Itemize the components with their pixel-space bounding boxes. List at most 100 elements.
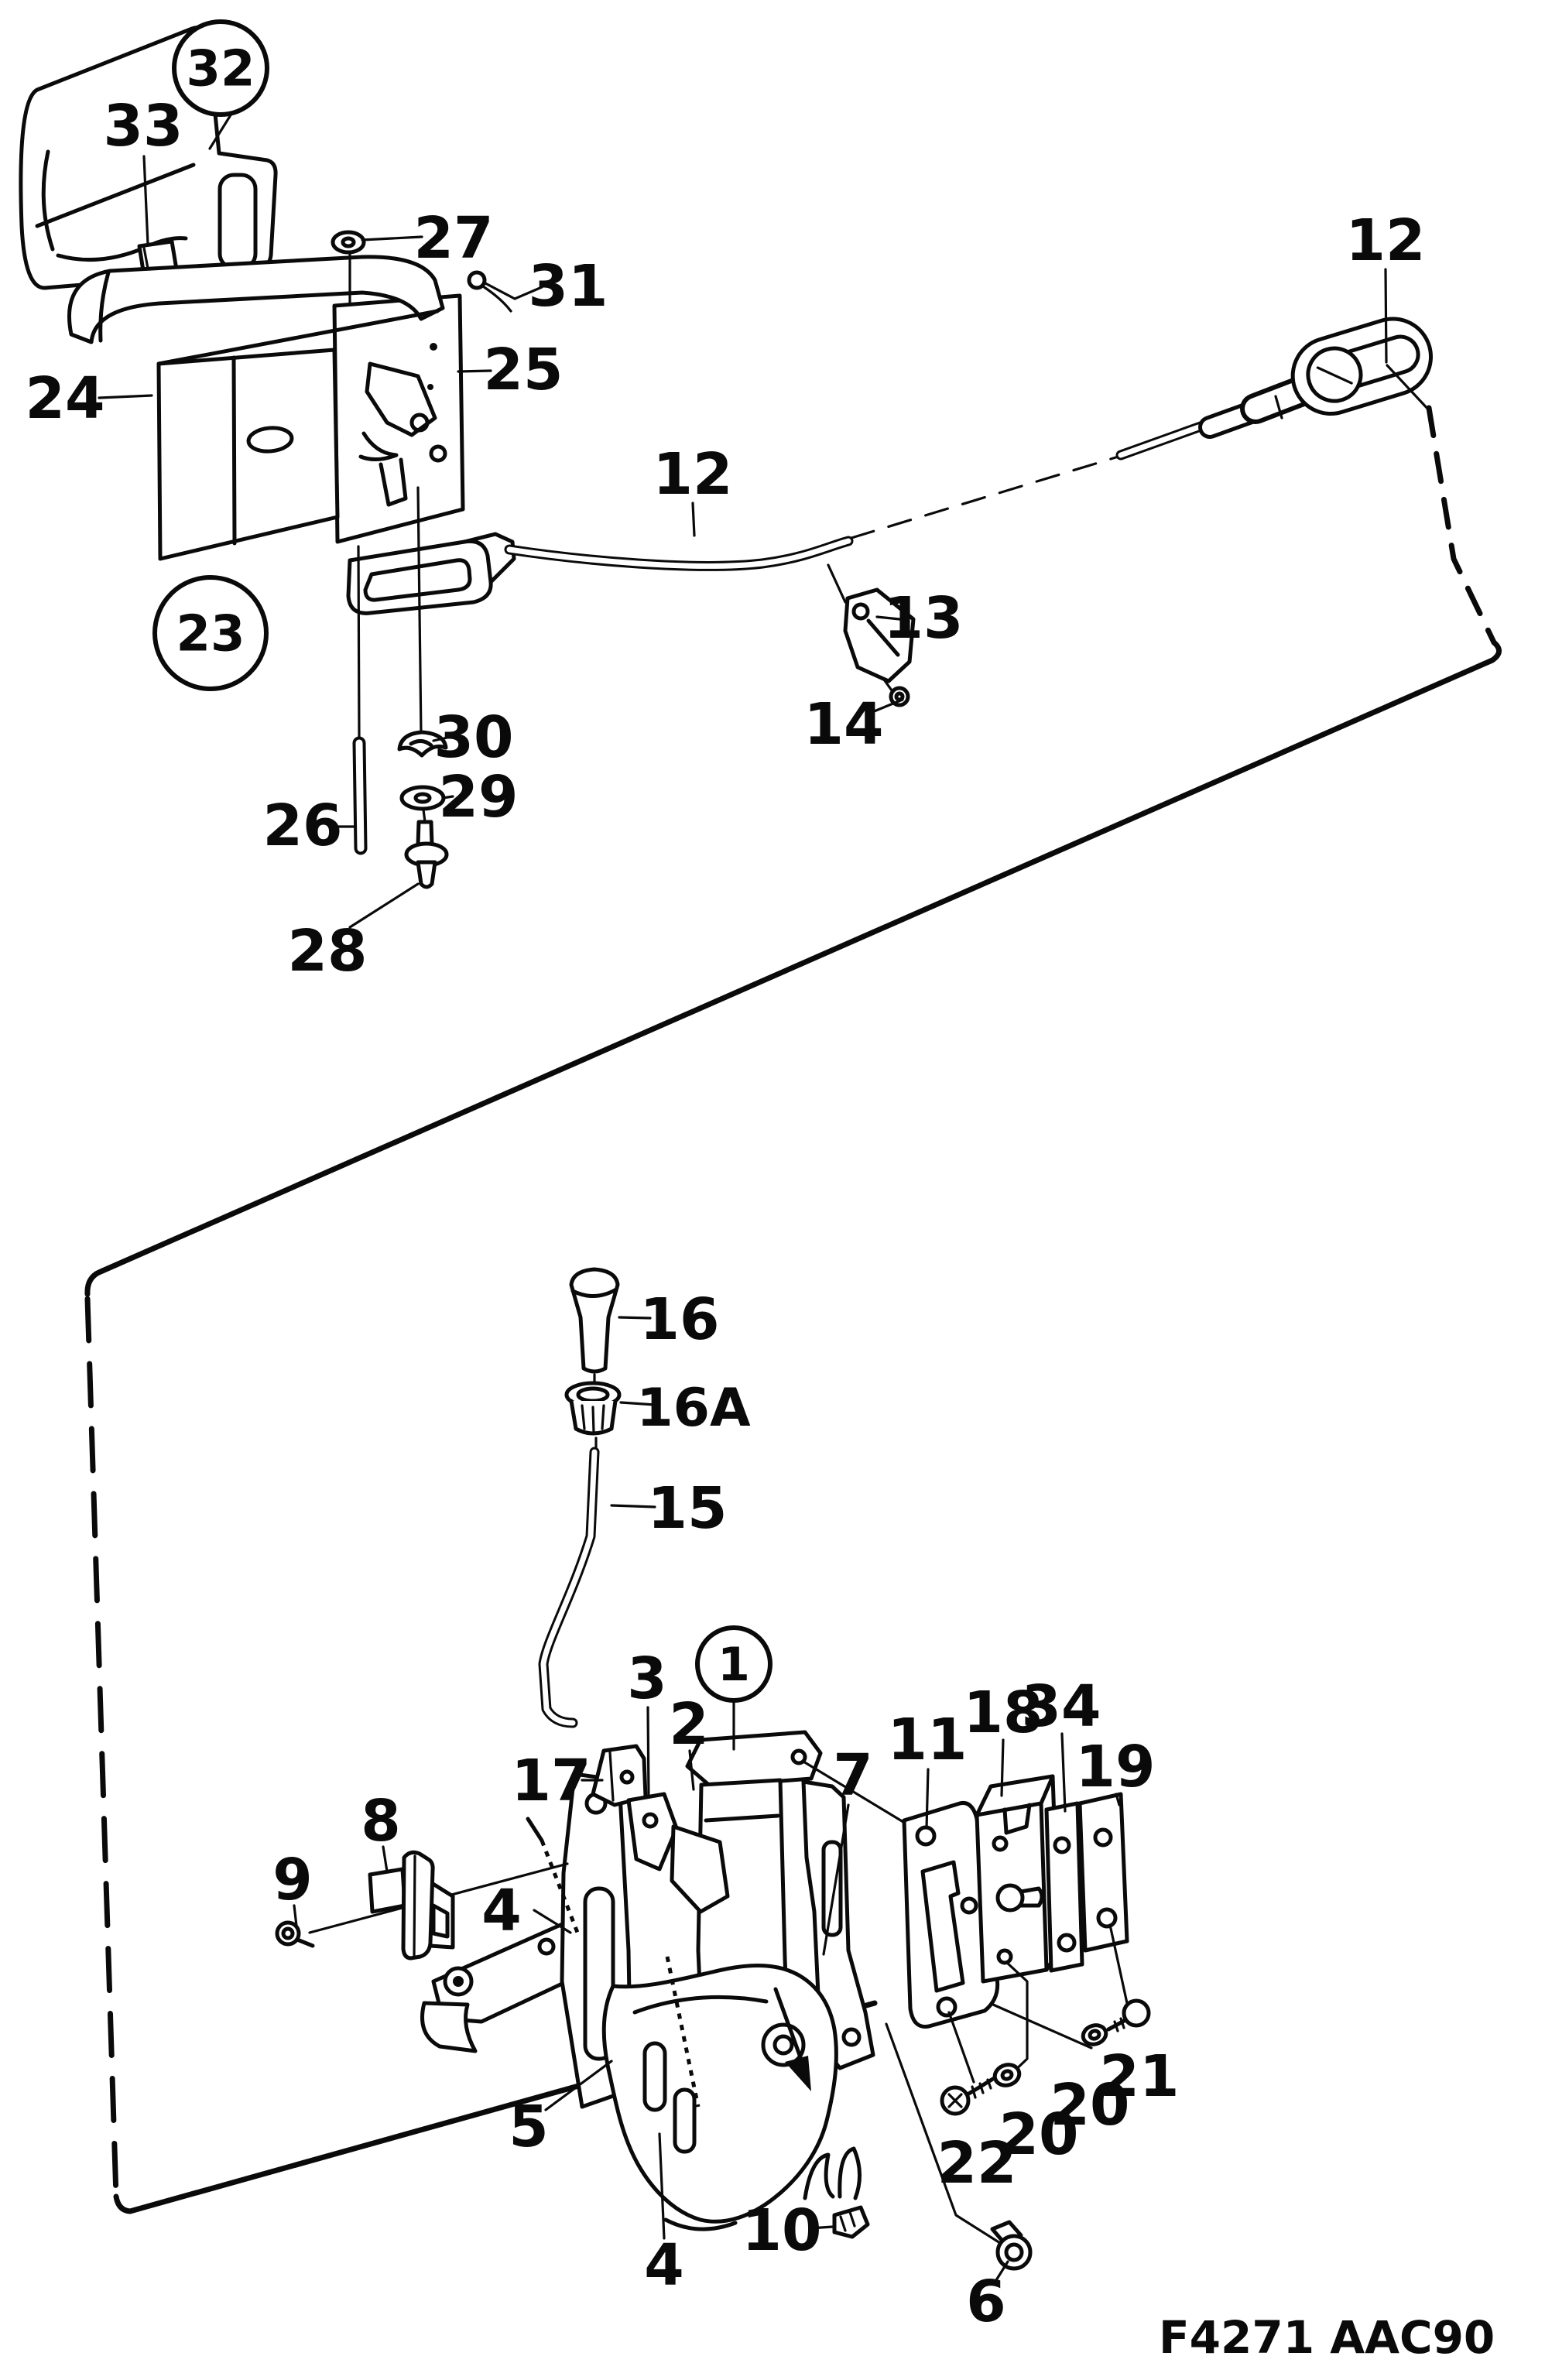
housing-hole-inner — [772, 2034, 794, 2056]
leader-8 — [382, 1845, 389, 1873]
flange-7-slot — [821, 1840, 843, 1937]
center-claw — [670, 1824, 730, 1914]
leader-32 — [208, 112, 233, 150]
clip-10-wire-1 — [803, 2152, 835, 2200]
callout-label: 27 — [414, 205, 494, 272]
leader-16 — [618, 1316, 652, 1320]
callout-17: 17 — [512, 1748, 591, 1814]
callout-label: 4 — [481, 1878, 522, 1944]
rod-to-lever-leader — [827, 563, 847, 604]
latch-mechanism — [420, 1730, 875, 2231]
callout-label: 12 — [653, 441, 733, 508]
collar-tick — [1274, 395, 1283, 419]
housing-lip — [663, 2217, 738, 2231]
handle-link-slot — [363, 558, 472, 602]
callout-label: 11 — [888, 1707, 968, 1773]
striker-group — [802, 1760, 1129, 2029]
leader-10 — [808, 2225, 834, 2230]
panel-dashed-edge-right — [1426, 405, 1497, 646]
bracket-tab — [379, 457, 408, 507]
callout-13: 13 — [884, 585, 964, 652]
callout-label: 20 — [999, 2101, 1079, 2168]
striker-18-top-edge — [1039, 1774, 1055, 1806]
plate-19 — [1077, 1792, 1129, 1953]
latch-housing — [601, 1964, 838, 2224]
leader-3 — [646, 1706, 650, 1799]
callout-label: 25 — [484, 337, 564, 403]
callout-label: 16 — [640, 1286, 720, 1353]
bolt-6-socket — [1004, 2242, 1024, 2262]
leader-27 — [361, 235, 423, 241]
callout-label: 5 — [509, 2094, 549, 2160]
housing-slot-1 — [642, 2041, 667, 2112]
washer-29 — [399, 785, 446, 811]
washer-20b-hole — [1088, 2029, 1101, 2041]
leader-6 — [995, 2260, 1009, 2282]
housing-arc — [632, 1995, 769, 2015]
screw-9-shaft — [295, 1937, 315, 1948]
callout-25: 25 — [484, 337, 564, 403]
callout-label: 14 — [804, 691, 884, 758]
callout-label: 10 — [742, 2197, 822, 2264]
screw-9-head — [275, 1920, 301, 1947]
callout-label: 33 — [104, 93, 183, 159]
screw-9-center — [281, 1926, 295, 1940]
knob-16-rim — [570, 1287, 618, 1298]
callout-label: 22 — [937, 2130, 1017, 2197]
knob-16 — [569, 1267, 620, 1374]
callout-9: 9 — [272, 1847, 313, 1913]
leader-16a — [619, 1401, 656, 1406]
callout-4: 4 — [644, 2232, 684, 2299]
panel-top-edge — [84, 639, 1502, 1297]
bracket-lever — [365, 361, 437, 437]
callout-label: 16A — [636, 1378, 751, 1439]
leader-2 — [688, 1749, 695, 1791]
gasket-hole-bottom — [936, 1996, 957, 2018]
leader-5 — [544, 2060, 613, 2111]
callout-2: 2 — [669, 1691, 709, 1758]
latch-body-line — [704, 1813, 780, 1823]
callout-31: 31 — [529, 253, 608, 320]
spring-4-lower — [665, 1956, 701, 2108]
eyelet-mark — [1316, 366, 1353, 385]
rod-28-link — [422, 808, 427, 824]
leader-24 — [98, 394, 153, 399]
arm-hole-2 — [537, 1937, 556, 1956]
washer-27 — [331, 230, 366, 255]
leader-11 — [925, 1768, 930, 1830]
grommet-knurl-1 — [581, 1404, 586, 1430]
callout-29: 29 — [439, 764, 519, 830]
callout-12: 12 — [653, 441, 733, 508]
lock-rod — [416, 486, 423, 737]
housing-slot-2 — [673, 2087, 697, 2154]
callout-34: 34 — [1022, 1673, 1101, 1740]
leader-29 — [441, 795, 454, 800]
wedge-and-screw — [275, 1850, 569, 1961]
callout-3: 3 — [627, 1645, 667, 1712]
callout-label: 32 — [186, 40, 255, 98]
rrod-core — [1118, 419, 1214, 458]
callout-label: 30 — [434, 704, 514, 771]
grommet-knurl-2 — [591, 1406, 595, 1433]
spring-4-hook — [526, 1817, 544, 1843]
leader-gasket-screw22 — [947, 2011, 975, 2084]
handle-divider — [231, 355, 237, 546]
leader-33 — [142, 155, 149, 246]
leader-7 — [822, 1803, 850, 1956]
plate-34-hole-top — [1053, 1836, 1071, 1854]
pawl-3-hole — [642, 1812, 659, 1829]
washer-20a-hole — [1000, 2069, 1014, 2081]
leader-31 — [484, 282, 543, 300]
callout-30: 30 — [434, 704, 514, 771]
striker-hole-bottom — [996, 1948, 1013, 1965]
washer-20b — [1081, 2023, 1108, 2046]
grommet-28-neck — [416, 820, 434, 848]
striker-notch — [1002, 1803, 1032, 1835]
callout-label: 18 — [964, 1680, 1043, 1746]
fastener-group — [773, 1923, 1151, 2271]
arm-foot — [420, 2001, 478, 2053]
direction-arrow-head — [785, 2056, 811, 2091]
flange-7-hole — [841, 2027, 862, 2047]
clip-17 — [591, 1744, 648, 1807]
